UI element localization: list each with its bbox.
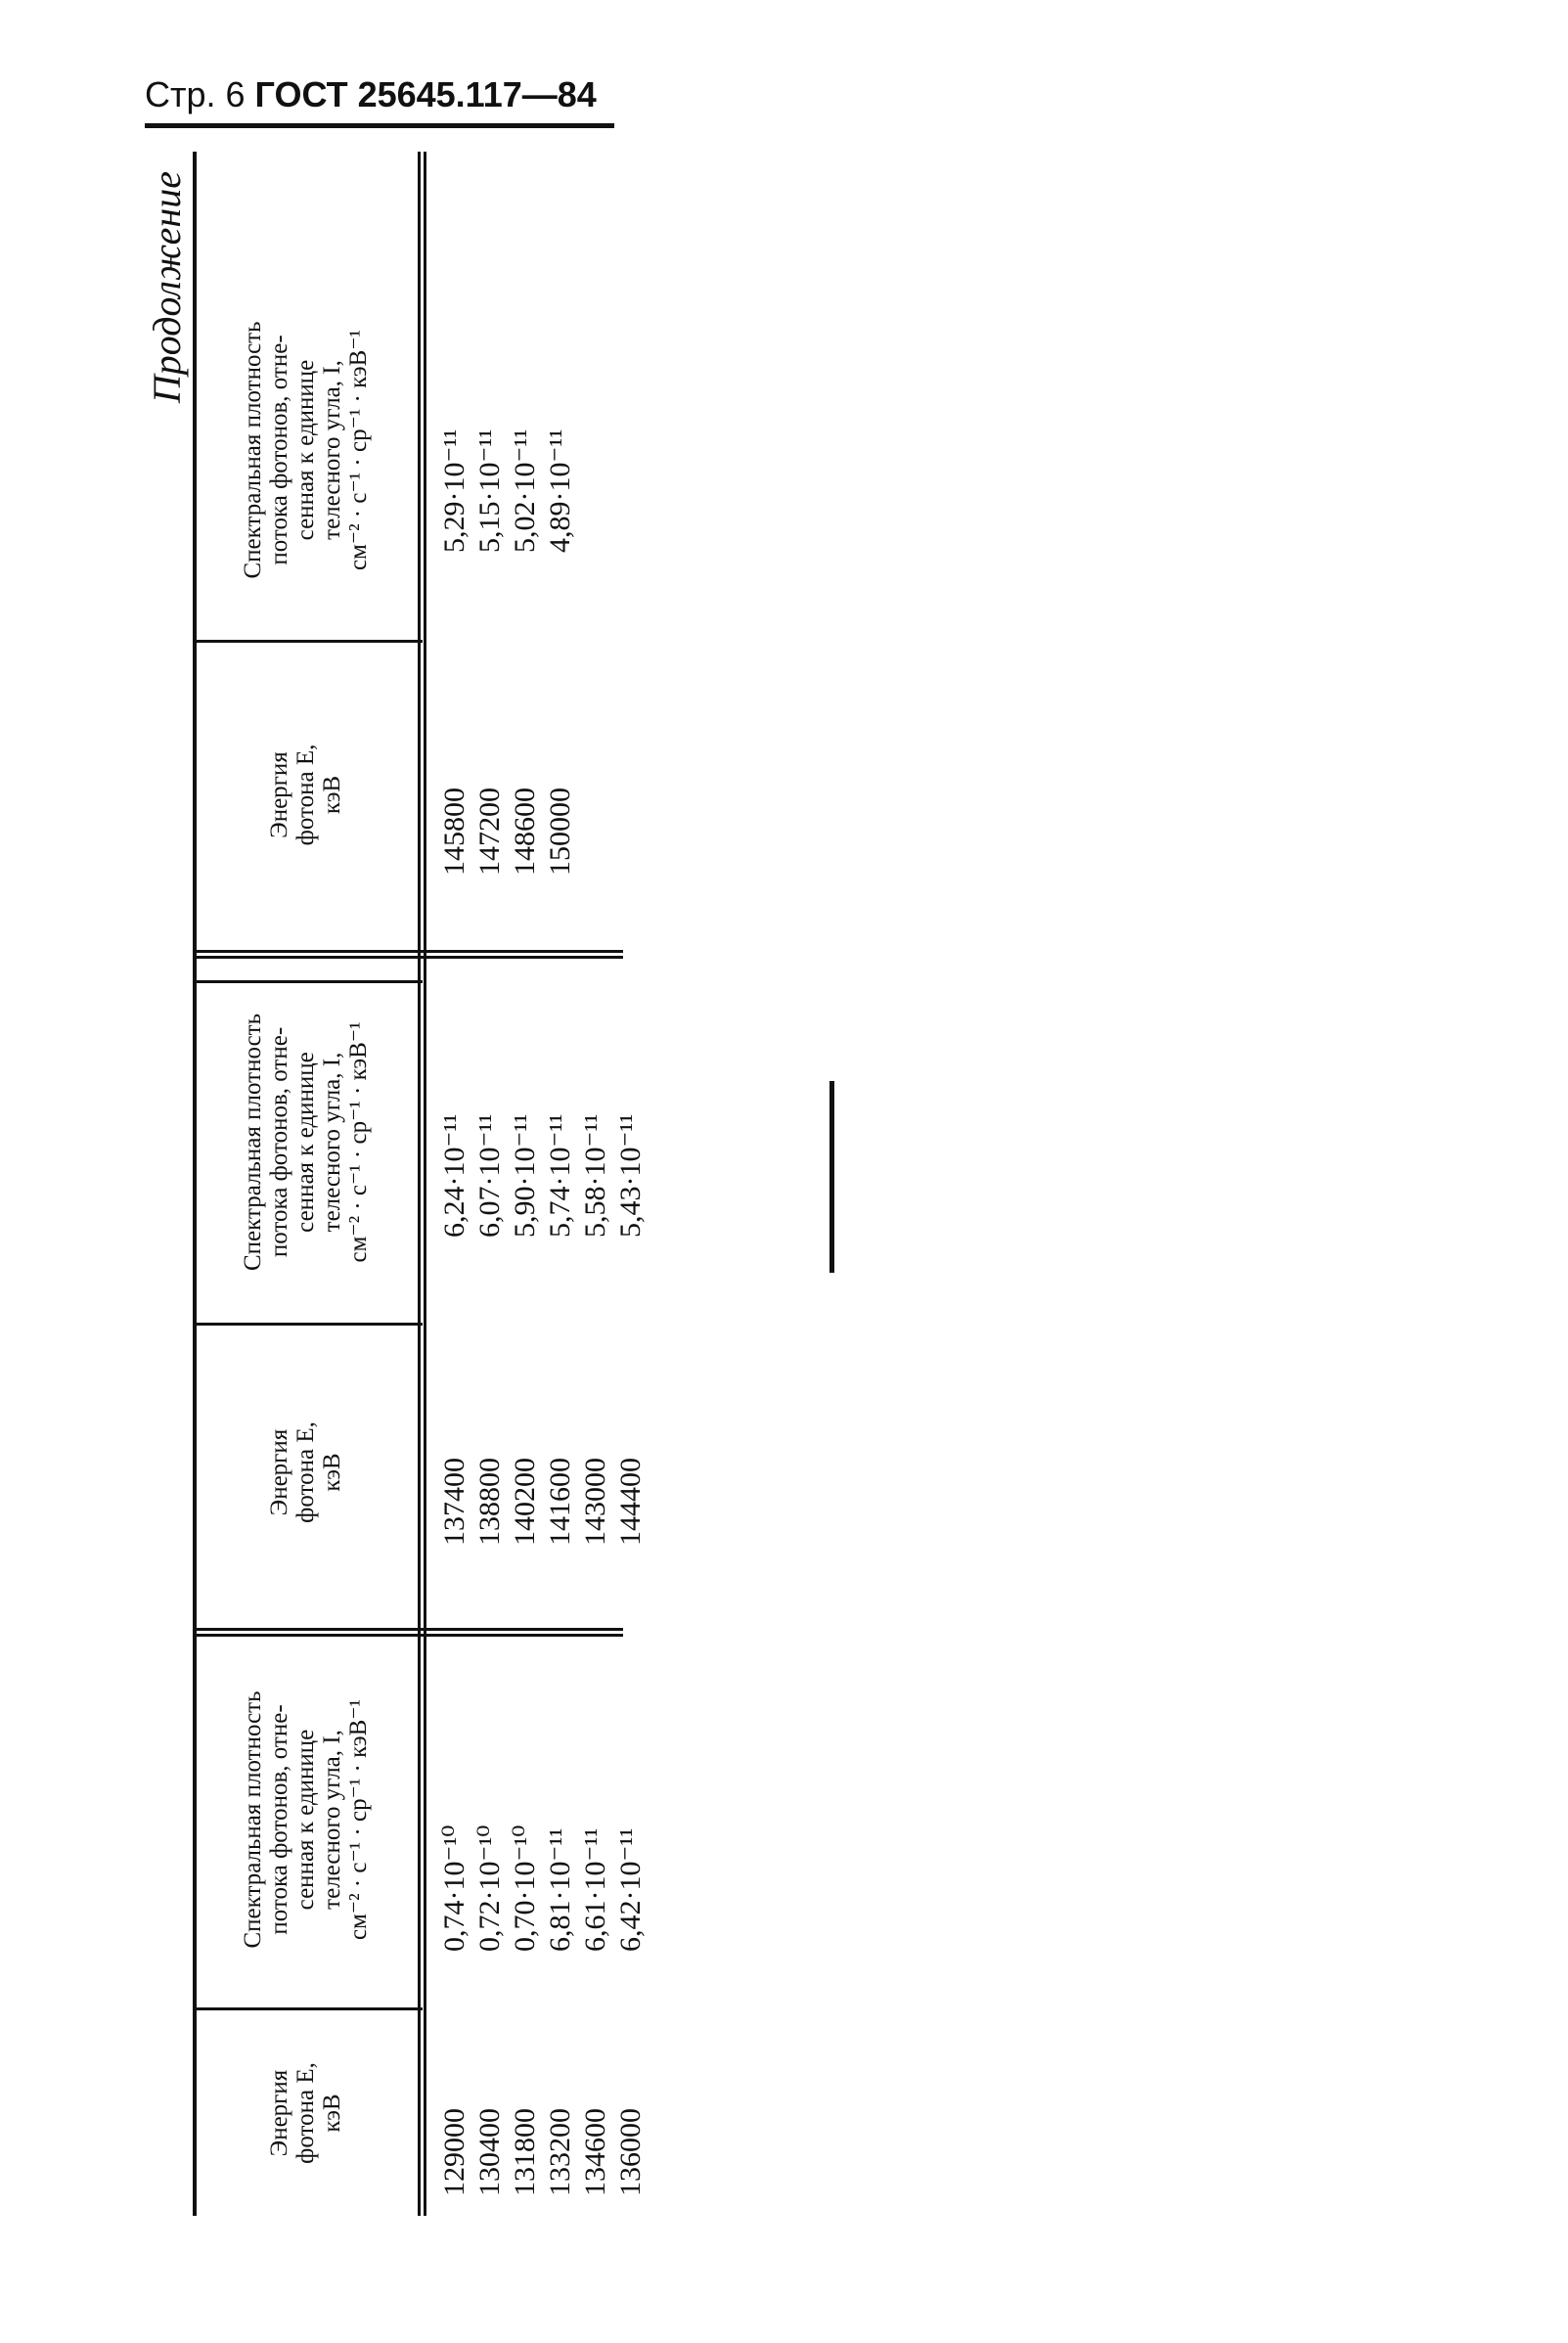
energy-cell: 150000 xyxy=(544,788,576,876)
density-cell: 5,58·10⁻¹¹ xyxy=(579,1113,611,1238)
density-cell: 5,15·10⁻¹¹ xyxy=(473,428,506,553)
density-header: Спектральная плотность потока фотонов, о… xyxy=(240,321,372,579)
density-column: 5,29·10⁻¹¹ 5,15·10⁻¹¹ 5,02·10⁻¹¹ 4,89·10… xyxy=(437,429,578,553)
energy-cell: 140200 xyxy=(509,1458,541,1546)
energy-cell: 129000 xyxy=(438,2108,470,2196)
header-rule-1 xyxy=(418,152,421,2216)
density-cell: 6,81·10⁻¹¹ xyxy=(544,1827,576,1952)
header-rule-2 xyxy=(424,152,426,2216)
energy-header: Энергия фотона E, кэВ xyxy=(266,2062,345,2164)
density-cell: 5,43·10⁻¹¹ xyxy=(614,1113,647,1238)
energy-cell: 148600 xyxy=(509,788,541,876)
group-sep-2b xyxy=(193,950,623,953)
density-cell: 6,07·10⁻¹¹ xyxy=(473,1113,506,1238)
end-rule xyxy=(829,1081,834,1273)
density-cell: 5,29·10⁻¹¹ xyxy=(438,428,470,553)
continuation-label: Продолжение xyxy=(145,171,189,404)
energy-cell: 133200 xyxy=(544,2108,576,2196)
energy-cell: 138800 xyxy=(473,1458,506,1546)
density-column: 6,24·10⁻¹¹ 6,07·10⁻¹¹ 5,90·10⁻¹¹ 5,74·10… xyxy=(437,1114,649,1238)
energy-cell: 137400 xyxy=(438,1458,470,1546)
energy-column: 129000 130400 131800 133200 134600 13600… xyxy=(437,2108,649,2196)
rotated-table-frame: Продолжение Энергия фотона E, кэВ Спе xyxy=(112,132,647,2235)
header-rule xyxy=(145,123,614,128)
energy-header: Энергия фотона E, кэВ xyxy=(266,743,345,846)
density-cell: 0,70·10⁻¹⁰ xyxy=(509,1825,541,1952)
density-header: Спектральная плотность потока фотонов, о… xyxy=(240,1014,372,1271)
page-number: Стр. 6 xyxy=(145,74,246,114)
energy-cell: 136000 xyxy=(614,2108,647,2196)
density-column: 0,74·10⁻¹⁰ 0,72·10⁻¹⁰ 0,70·10⁻¹⁰ 6,81·10… xyxy=(437,1825,649,1952)
energy-cell: 130400 xyxy=(473,2108,506,2196)
table-top-rule xyxy=(193,152,197,2216)
standard-designation: ГОСТ 25645.117—84 xyxy=(254,74,597,114)
density-cell: 5,90·10⁻¹¹ xyxy=(509,1113,541,1238)
density-cell: 0,74·10⁻¹⁰ xyxy=(438,1825,470,1952)
density-cell: 4,89·10⁻¹¹ xyxy=(544,428,576,553)
energy-column: 137400 138800 140200 141600 143000 14440… xyxy=(437,1458,649,1546)
density-cell: 6,42·10⁻¹¹ xyxy=(614,1827,647,1952)
energy-cell: 143000 xyxy=(579,1458,611,1546)
header-sep-3 xyxy=(193,640,423,643)
energy-cell: 131800 xyxy=(509,2108,541,2196)
density-cell: 5,02·10⁻¹¹ xyxy=(509,428,541,553)
data-table: Продолжение Энергия фотона E, кэВ Спе xyxy=(112,132,647,2235)
energy-cell: 147200 xyxy=(473,788,506,876)
energy-cell: 141600 xyxy=(544,1458,576,1546)
energy-cell: 134600 xyxy=(579,2108,611,2196)
density-cell: 6,61·10⁻¹¹ xyxy=(579,1827,611,1952)
group-sep-2a xyxy=(193,956,623,959)
energy-cell: 144400 xyxy=(614,1458,647,1546)
group-sep-1a xyxy=(193,1634,623,1637)
density-cell: 0,72·10⁻¹⁰ xyxy=(473,1825,506,1952)
density-cell: 5,74·10⁻¹¹ xyxy=(544,1113,576,1238)
energy-cell: 145800 xyxy=(438,788,470,876)
energy-header: Энергия фотона E, кэВ xyxy=(266,1421,345,1523)
energy-column: 145800 147200 148600 150000 xyxy=(437,788,578,876)
density-header: Спектральная плотность потока фотонов, о… xyxy=(240,1690,372,1949)
density-cell: 6,24·10⁻¹¹ xyxy=(438,1113,470,1238)
group-sep-1b xyxy=(193,1628,623,1631)
